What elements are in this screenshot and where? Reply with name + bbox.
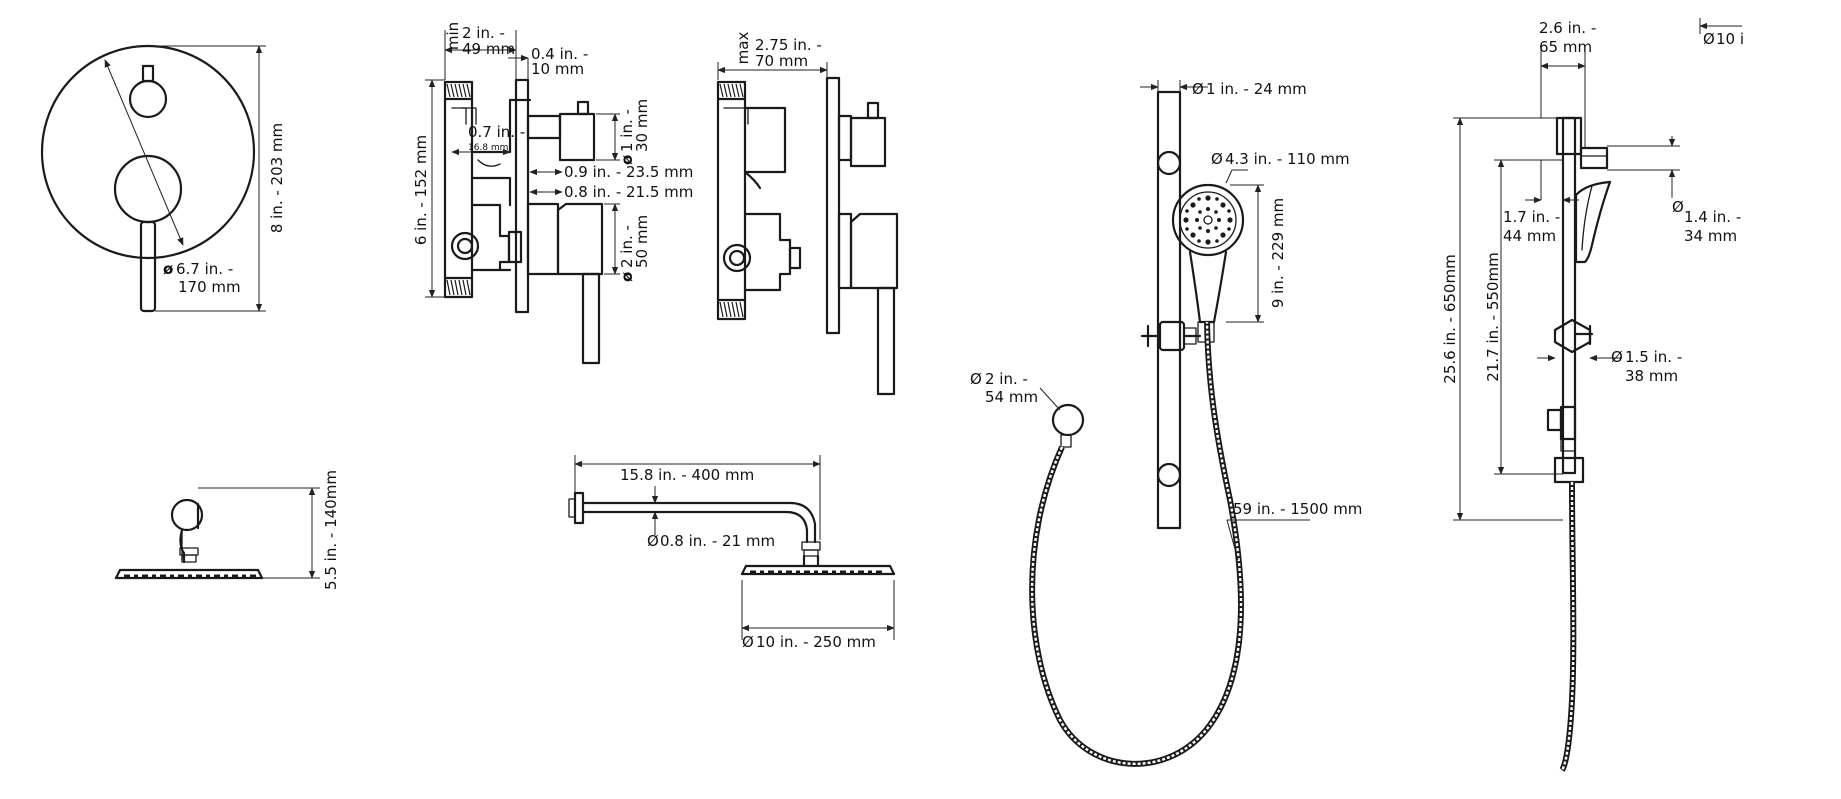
side-top-bracket	[1555, 116, 1583, 156]
valve-min-label: min	[444, 22, 462, 50]
offset1-label: 0.9 in. - 23.5 mm	[564, 163, 693, 181]
valve-max-mm-label: 70 mm	[755, 52, 808, 70]
valve-max-dimensions	[717, 62, 828, 80]
overhead-height-label: 5.5 in. - 140mm	[322, 470, 340, 590]
valve-max-threads	[719, 83, 744, 318]
elbow-dia-mm-label: 54 mm	[985, 388, 1038, 406]
valve-min-threads	[446, 83, 471, 296]
stem-len-mm-label: 16.8 mm	[468, 143, 508, 153]
slider-in-label: 1.5 in. -	[1625, 348, 1682, 366]
bracket-dia-symbol: Ø	[1672, 198, 1684, 216]
flexible-hose	[1029, 321, 1245, 767]
handle-dia-symbol: ø	[618, 272, 636, 282]
top-thread	[443, 80, 474, 101]
hand-shower-nozzles	[1183, 195, 1233, 245]
side-slider	[1553, 318, 1592, 354]
rail-set-front-view	[1051, 90, 1245, 530]
side-bottom-bracket	[1553, 456, 1585, 484]
arm-wall-flange	[573, 491, 585, 525]
valve-max-label: max	[734, 32, 752, 65]
elbow-dia-symbol: Ø	[970, 370, 982, 388]
stem-len-in-label: 0.7 in. -	[468, 123, 525, 141]
trim-dia-in-label: 6.7 in. -	[176, 260, 233, 278]
wall-elbow	[1051, 403, 1085, 437]
valve-depth-in-label: 2 in. -	[462, 24, 505, 42]
arm-dimensions	[574, 455, 895, 640]
overhead-shower-small-view	[114, 498, 264, 580]
plate-thick-in-label: 0.4 in. -	[531, 45, 588, 63]
side-bracket-arm	[1579, 146, 1609, 170]
slider-mm-label: 38 mm	[1625, 367, 1678, 385]
wall-off-in-label: 1.7 in. -	[1503, 208, 1560, 226]
rail-set-side-view	[1546, 116, 1612, 484]
hose-len-label: 59 in. - 1500 mm	[1233, 500, 1362, 518]
wall-off-mm-label: 44 mm	[1503, 227, 1556, 245]
rail-dia-symbol: Ø	[1192, 80, 1204, 98]
side-cut-dia-symbol: Ø	[1703, 30, 1715, 48]
side-proj-mm-label: 65 mm	[1539, 38, 1592, 56]
side-proj-in-label: 2.6 in. -	[1539, 19, 1596, 37]
arm-len-label: 15.8 in. - 400 mm	[620, 466, 754, 484]
rail-dia-label: 1 in. - 24 mm	[1206, 80, 1307, 98]
slider-dia-symbol: Ø	[1611, 348, 1623, 366]
overhead-dia-symbol: Ø	[742, 633, 754, 651]
valve-max-in-label: 2.75 in. -	[755, 36, 822, 54]
overhead-dia-label: 10 in. - 250 mm	[756, 633, 876, 651]
diverter-knob	[128, 79, 168, 119]
mixer-lever	[139, 220, 157, 313]
knob-dia-mm-label: 30 mm	[633, 99, 651, 152]
diverter-knob-side	[558, 112, 596, 162]
hand-len-label: 9 in. - 229 mm	[1269, 198, 1287, 308]
rail-front-dimensions	[1039, 80, 1310, 561]
hand-shower-head	[1171, 183, 1245, 257]
valve-min-dimensions	[425, 30, 620, 298]
side-rail	[1561, 116, 1577, 475]
valve-height-label: 6 in. - 152 mm	[412, 135, 430, 245]
trim-dimensions	[104, 45, 266, 312]
mixer-handle-side	[556, 202, 604, 276]
wall-plate-max	[825, 76, 841, 335]
arm-dia-label: 0.8 in. - 21 mm	[660, 532, 775, 550]
rail-inner-label: 21.7 in. - 550mm	[1484, 252, 1502, 381]
handle-dia-in-label: 2 in. -	[618, 225, 636, 268]
arm-dia-symbol: Ø	[647, 532, 659, 550]
head-dia-symbol: Ø	[1211, 150, 1223, 168]
offset2-label: 0.8 in. - 21.5 mm	[564, 183, 693, 201]
side-hose	[1559, 481, 1577, 772]
mixer-lever-side	[581, 272, 601, 365]
head-dia-label: 4.3 in. - 110 mm	[1225, 150, 1350, 168]
side-hand-shower	[1574, 180, 1612, 264]
trim-height-label: 8 in. - 203 mm	[268, 123, 286, 233]
rail-top-bracket	[1156, 150, 1182, 176]
trim-plate-outline	[40, 44, 256, 260]
trim-dia-symbol: ø	[163, 260, 173, 278]
knob-dia-symbol: ø	[618, 155, 636, 165]
hand-shower-handle	[1188, 250, 1228, 324]
wall-plate	[514, 78, 530, 314]
diverter-stem	[141, 64, 155, 83]
bracket-mm-label: 34 mm	[1684, 227, 1737, 245]
knob-dia-in-label: 1 in. -	[618, 109, 636, 152]
rail-bottom-bracket	[1156, 462, 1182, 488]
handle-dia-mm-label: 50 mm	[633, 215, 651, 268]
valve-side-view-max	[716, 76, 899, 396]
elbow-dia-in-label: 2 in. -	[985, 370, 1028, 388]
bracket-in-label: 1.4 in. -	[1684, 208, 1741, 226]
overhead-small-dimensions	[198, 487, 320, 579]
rail-side-dimensions	[1453, 18, 1742, 521]
rail-total-label: 25.6 in. - 650mm	[1441, 254, 1459, 383]
side-cut-label: 10 i	[1716, 30, 1744, 48]
shower-arm-assembly	[568, 491, 896, 576]
valve-depth-mm-label: 49 mm	[462, 40, 515, 58]
plate-thick-mm-label: 10 mm	[531, 60, 584, 78]
slide-rail	[1156, 90, 1182, 530]
trim-dia-mm-label: 170 mm	[178, 278, 241, 296]
bottom-thread	[443, 276, 474, 299]
cartridge-bolt	[450, 231, 480, 261]
mixer-hub	[113, 154, 183, 224]
